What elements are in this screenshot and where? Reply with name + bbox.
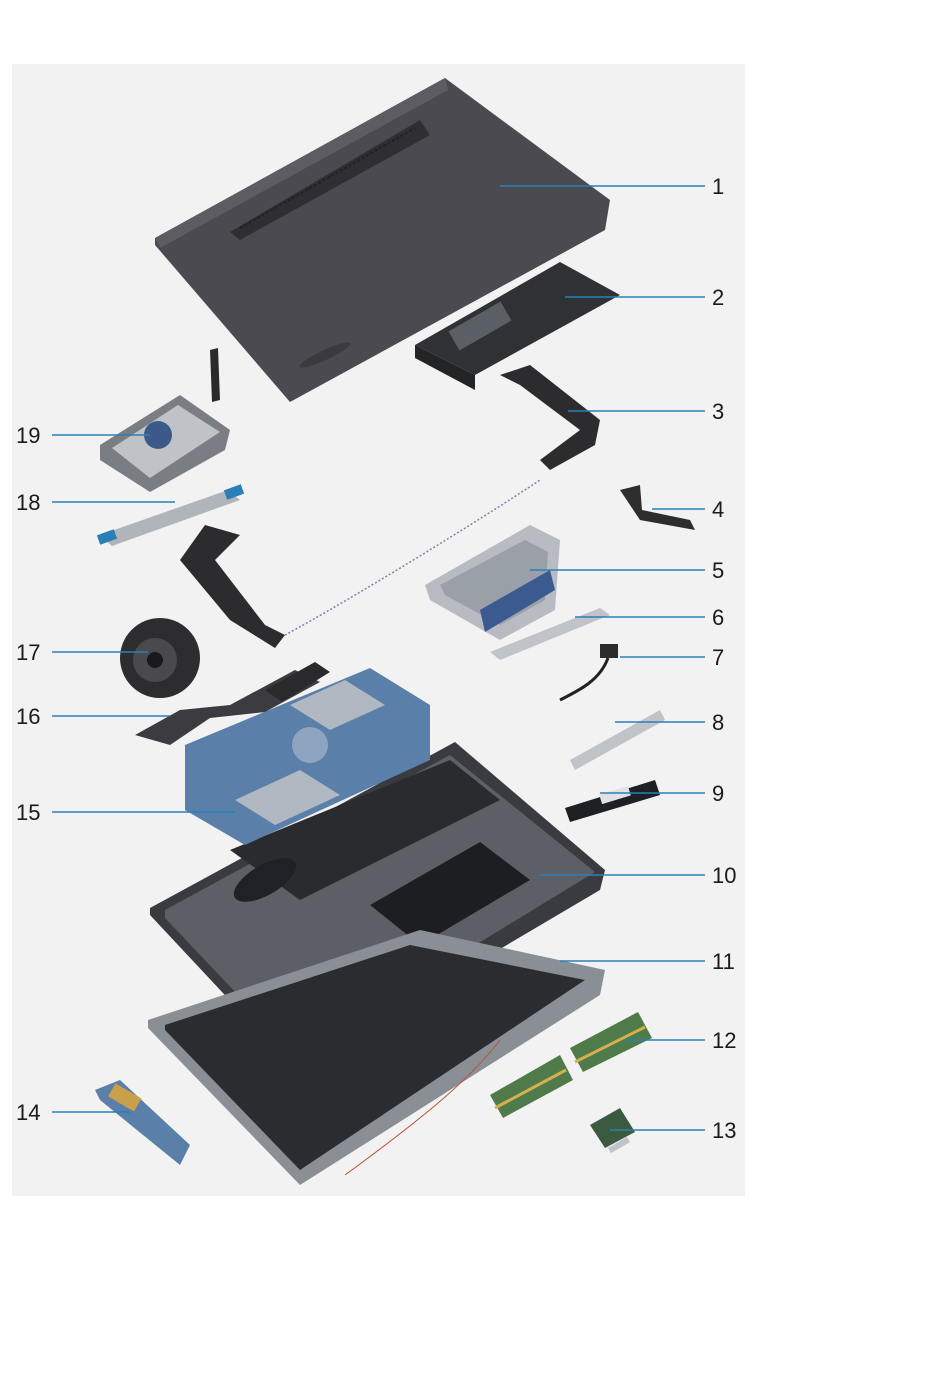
callout-14: 14 bbox=[16, 1100, 40, 1125]
callout-8: 8 bbox=[712, 710, 724, 735]
callout-15: 15 bbox=[16, 800, 40, 825]
callout-16: 16 bbox=[16, 704, 40, 729]
fan bbox=[120, 618, 200, 698]
callout-17: 17 bbox=[16, 640, 40, 665]
callout-19: 19 bbox=[16, 423, 40, 448]
callout-6: 6 bbox=[712, 605, 724, 630]
callout-1: 1 bbox=[712, 174, 724, 199]
callout-3: 3 bbox=[712, 399, 724, 424]
callout-9: 9 bbox=[712, 781, 724, 806]
callout-4: 4 bbox=[712, 497, 724, 522]
callout-5: 5 bbox=[712, 558, 724, 583]
callout-13: 13 bbox=[712, 1118, 736, 1143]
callout-2: 2 bbox=[712, 285, 724, 310]
callout-11: 11 bbox=[712, 949, 735, 974]
callout-10: 10 bbox=[712, 863, 736, 888]
callout-12: 12 bbox=[712, 1028, 736, 1053]
callout-7: 7 bbox=[712, 645, 724, 670]
callout-18: 18 bbox=[16, 490, 40, 515]
